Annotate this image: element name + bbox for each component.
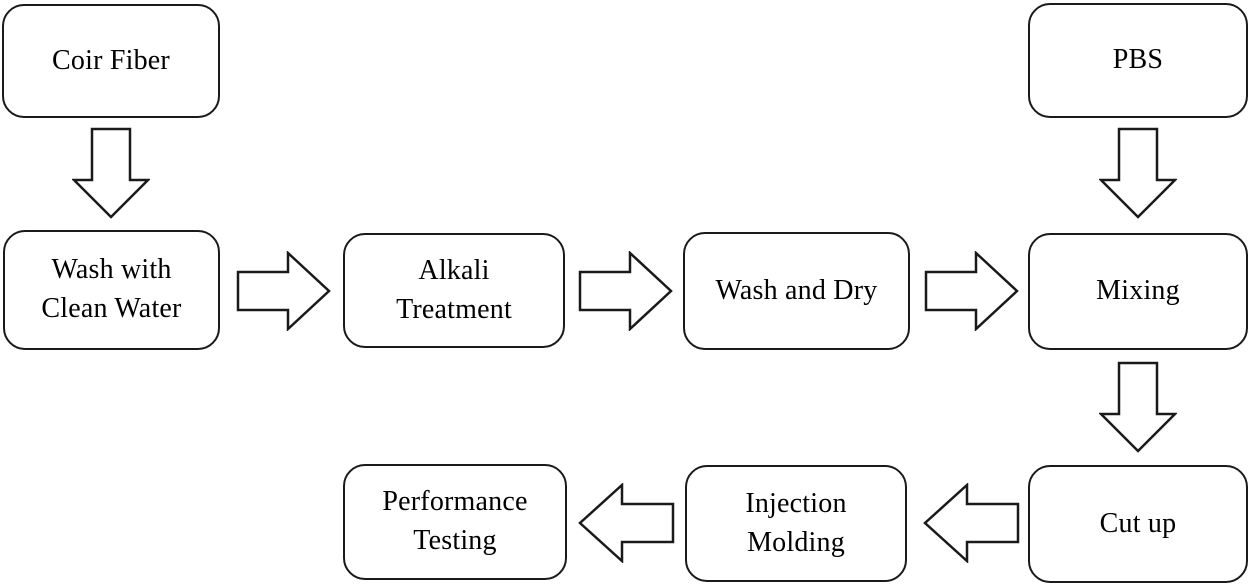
node-alkali-treatment-label: Alkali Treatment bbox=[396, 254, 512, 325]
node-pbs-label: PBS bbox=[1112, 44, 1164, 76]
node-performance-testing-label: Performance Testing bbox=[382, 486, 528, 556]
node-mixing-label: Mixing bbox=[1096, 275, 1180, 307]
arrow-left-icon bbox=[578, 483, 675, 563]
arrow-right-icon bbox=[578, 251, 673, 331]
node-mixing: Mixing bbox=[1028, 233, 1248, 350]
node-pbs: PBS bbox=[1028, 3, 1248, 118]
node-wash-and-dry-label: Wash and Dry bbox=[715, 274, 878, 306]
node-coir-fiber-label: Coir Fiber bbox=[52, 44, 170, 76]
arrow-down-icon bbox=[1099, 127, 1177, 219]
arrow-right-icon bbox=[924, 251, 1019, 331]
arrow-down-icon bbox=[1099, 361, 1177, 453]
node-wash-with-clean-water: Wash with Clean Water bbox=[3, 230, 220, 350]
node-cut-up-label: Cut up bbox=[1099, 507, 1177, 539]
node-performance-testing: Performance Testing bbox=[343, 464, 567, 580]
node-wash-and-dry: Wash and Dry bbox=[683, 232, 910, 350]
node-alkali-treatment: Alkali Treatment bbox=[343, 233, 565, 348]
arrow-left-icon bbox=[923, 483, 1020, 563]
node-injection-molding-label: Injection Molding bbox=[745, 487, 847, 558]
arrow-down-icon bbox=[72, 127, 150, 219]
node-cut-up: Cut up bbox=[1028, 465, 1248, 583]
node-coir-fiber: Coir Fiber bbox=[2, 4, 220, 118]
node-wash-with-clean-water-label: Wash with Clean Water bbox=[41, 254, 182, 324]
arrow-right-icon bbox=[236, 251, 331, 331]
node-injection-molding: Injection Molding bbox=[685, 465, 907, 582]
